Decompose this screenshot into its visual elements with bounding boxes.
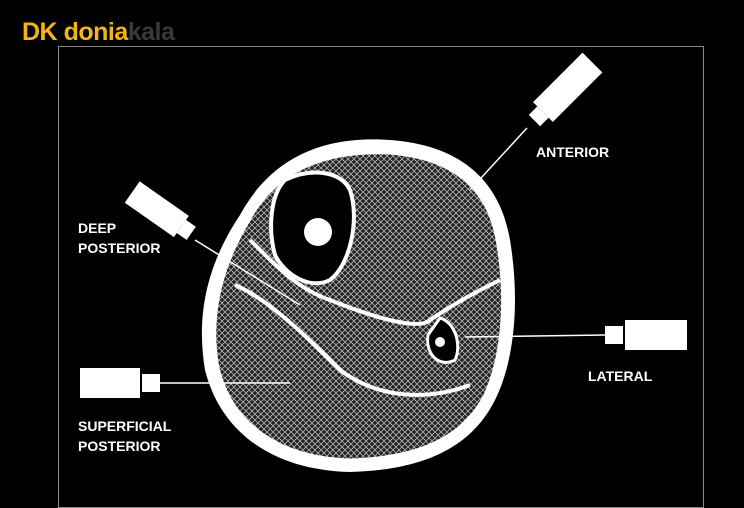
label-deep-posterior: DEEP POSTERIOR: [78, 218, 160, 258]
label-deep-posterior-line2: POSTERIOR: [78, 240, 161, 256]
deep-posterior-needle: [194, 239, 301, 306]
label-lateral: LATERAL: [588, 368, 653, 384]
label-anterior: ANTERIOR: [536, 144, 610, 160]
logo-text-1: donia: [63, 18, 129, 46]
lateral-syringe: [605, 320, 687, 350]
logo-mark: DK: [22, 18, 58, 46]
anterior-syringe: [528, 52, 603, 127]
superficial-syringe: [80, 368, 160, 398]
leg-cross-section-diagram: [80, 52, 687, 472]
lateral-needle: [464, 334, 606, 338]
logo-text-2: kala: [127, 18, 175, 46]
deep-posterior-syringe: [124, 181, 196, 240]
tibia-marrow: [304, 218, 332, 246]
label-superficial-line1: SUPERFICIAL: [78, 418, 172, 434]
label-superficial-line2: POSTERIOR: [78, 438, 161, 454]
compartment-septa: [234, 238, 501, 397]
logo: DK doniakala: [22, 18, 175, 47]
label-deep-posterior-line1: DEEP: [78, 220, 117, 236]
label-superficial-posterior: SUPERFICIAL POSTERIOR: [78, 416, 171, 456]
anterior-needle: [469, 127, 528, 191]
